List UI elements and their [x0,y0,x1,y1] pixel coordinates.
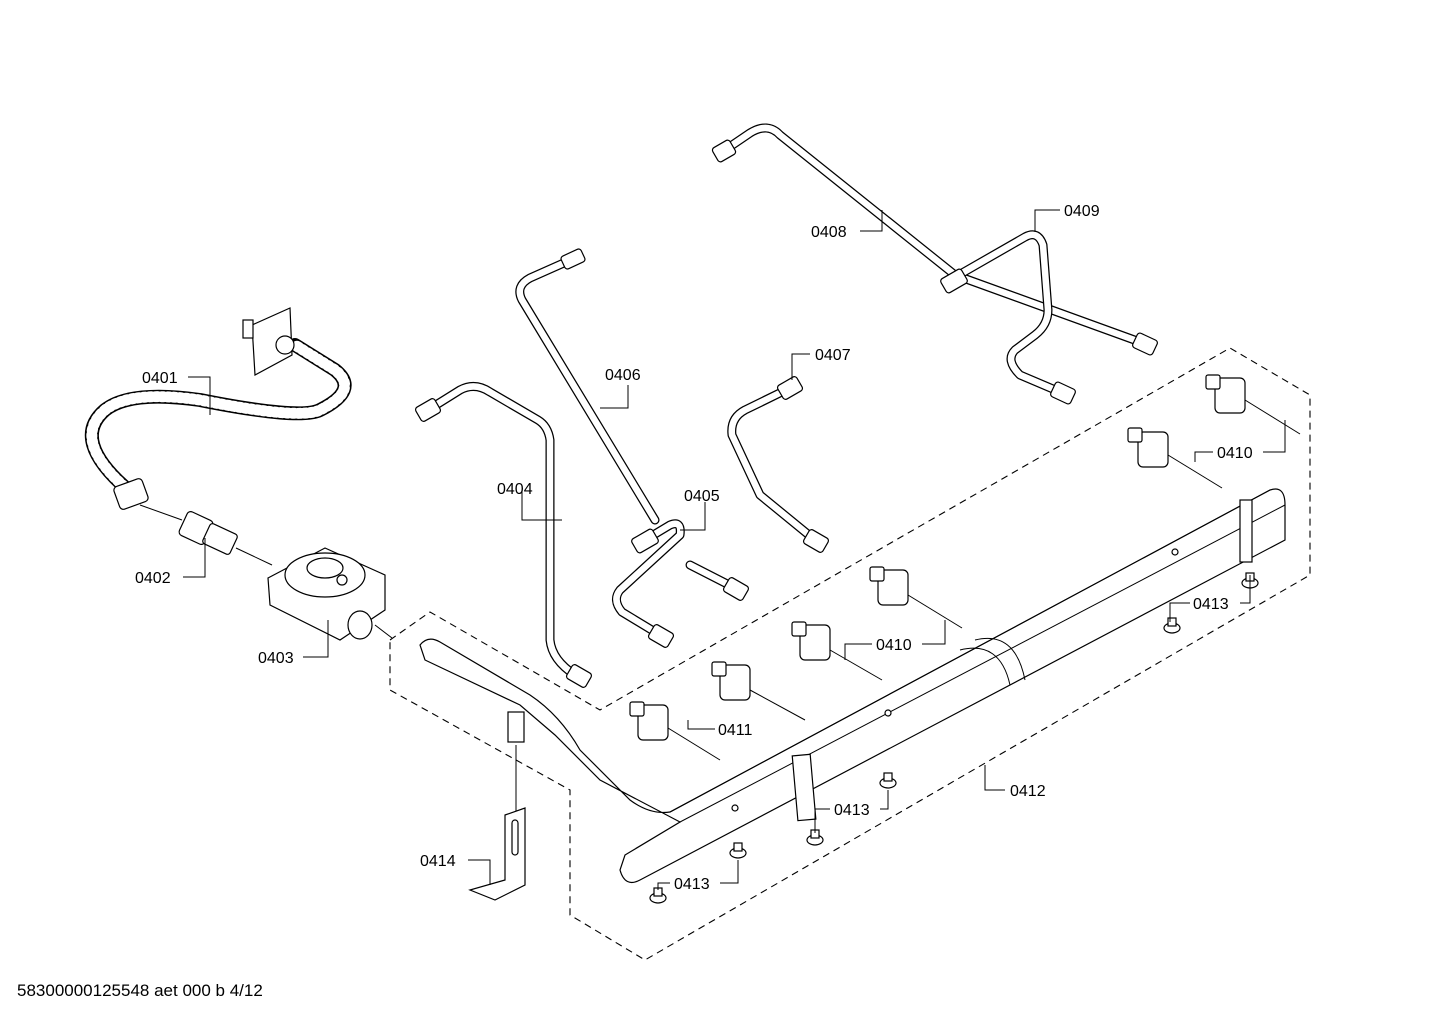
label-0409: 0409 [1064,203,1100,220]
adapter-0402 [139,504,273,566]
hose-nut [113,478,149,510]
pipe-fitting [647,624,675,648]
label-0414: 0414 [420,853,456,870]
pipe-fitting [560,248,586,270]
valve [711,661,806,721]
label-0410-front: 0410 [876,637,912,654]
label-0408: 0408 [811,224,847,241]
nut [649,887,667,904]
nut [729,842,747,859]
label-0405: 0405 [684,488,720,505]
pipe-fitting [565,664,593,688]
pipe-fitting [711,139,737,163]
valve [629,701,721,761]
label-0411: 0411 [718,722,753,739]
pipe-fitting [414,398,442,422]
label-0402: 0402 [135,570,171,587]
valve [869,566,963,629]
pipe-0406 [515,248,660,525]
valve [1205,374,1301,435]
label-0412: 0412 [1010,783,1046,800]
label-0403: 0403 [258,650,294,667]
nut [1163,617,1181,634]
pipe-fitting [722,577,750,601]
pipe-fitting [940,268,968,294]
manifold-rail-0412 [419,488,1286,883]
label-0413-left: 0413 [674,876,710,893]
pipe-fitting [1050,381,1076,405]
pipe-fitting [802,529,830,553]
nut [806,829,824,846]
label-0401: 0401 [142,370,178,387]
pipe-0404 [414,382,593,688]
valve-row-front [629,566,963,761]
label-0413-middle: 0413 [834,802,870,819]
label-0406: 0406 [605,367,641,384]
pipe-0408 [711,123,1158,356]
assembly-outline [389,347,1311,961]
label-0404: 0404 [497,481,533,498]
label-0407: 0407 [815,347,851,364]
document-reference: 58300000125548 aet 000 b 4/12 [17,981,263,1000]
wall-bracket [242,307,295,376]
bracket-0414 [468,745,526,901]
hose-0401 [84,307,352,510]
pipe-fitting [1132,332,1158,356]
regulator-0403 [267,547,393,641]
pipe-0409 [940,230,1076,405]
label-0410-rear: 0410 [1217,445,1253,462]
part-labels: 0401 0402 0403 0404 0405 0406 0407 0408 … [135,203,1253,893]
leader-lines [183,209,1286,890]
nut [879,772,897,789]
pipe-fitting [776,376,804,400]
valve [791,621,883,681]
label-0413-right: 0413 [1193,596,1229,613]
valve [1127,427,1223,489]
valve-row-rear [1127,374,1301,489]
pipe-fitting [631,528,659,554]
pipe-0407 [727,376,830,553]
pipe-0405 [612,519,750,648]
